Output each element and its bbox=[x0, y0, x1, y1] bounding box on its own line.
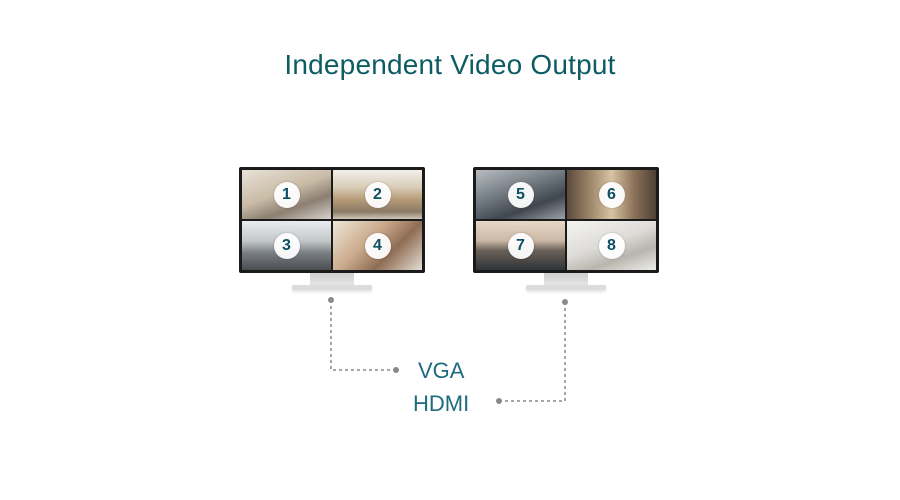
monitor-screen: 1 2 3 4 bbox=[242, 170, 422, 270]
channel-badge: 7 bbox=[507, 232, 534, 259]
camera-tile-8: 8 bbox=[567, 221, 656, 270]
vga-label: VGA bbox=[418, 358, 465, 383]
monitor-stand-neck bbox=[310, 273, 354, 286]
camera-tile-1: 1 bbox=[242, 170, 331, 219]
camera-tile-2: 2 bbox=[333, 170, 422, 219]
vga-connector bbox=[328, 297, 399, 373]
channel-badge: 3 bbox=[273, 232, 300, 259]
channel-badge: 4 bbox=[364, 232, 391, 259]
channel-badge: 2 bbox=[364, 181, 391, 208]
channel-badge: 6 bbox=[598, 181, 625, 208]
camera-tile-4: 4 bbox=[333, 221, 422, 270]
camera-tile-3: 3 bbox=[242, 221, 331, 270]
monitor-stand-base bbox=[526, 285, 606, 290]
page-title: Independent Video Output bbox=[284, 49, 616, 80]
monitor-right: 5 6 7 8 bbox=[473, 167, 659, 291]
camera-tile-7: 7 bbox=[476, 221, 565, 270]
camera-tile-5: 5 bbox=[476, 170, 565, 219]
monitor-stand-base bbox=[292, 285, 372, 290]
monitor-left: 1 2 3 4 bbox=[239, 167, 425, 291]
monitor-stand-neck bbox=[544, 273, 588, 286]
hdmi-label: HDMI bbox=[413, 391, 470, 416]
channel-badge: 5 bbox=[507, 181, 534, 208]
camera-tile-6: 6 bbox=[567, 170, 656, 219]
channel-badge: 8 bbox=[598, 232, 625, 259]
hdmi-connector bbox=[496, 299, 568, 404]
channel-badge: 1 bbox=[273, 181, 300, 208]
monitor-screen: 5 6 7 8 bbox=[476, 170, 656, 270]
